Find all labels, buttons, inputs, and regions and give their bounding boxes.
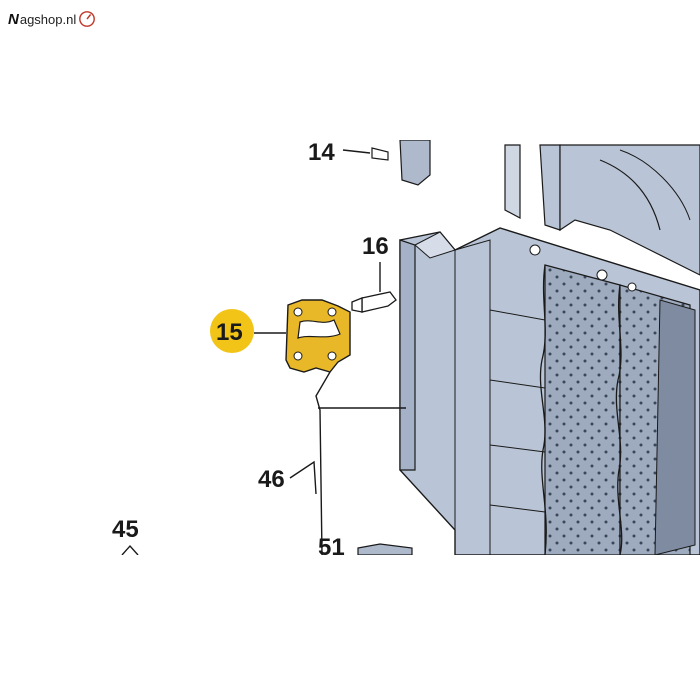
callout-51: 51 <box>318 534 345 561</box>
part-15-bracket <box>254 299 351 373</box>
logo-site-text: agshop.nl <box>19 11 77 27</box>
site-logo[interactable]: N agshop.nl <box>8 10 96 28</box>
speedometer-icon <box>79 11 96 27</box>
callout-46: 46 <box>258 466 285 493</box>
part-51-bracket <box>357 543 413 555</box>
seat-backrest-panel <box>399 227 700 555</box>
callout-15: 15 <box>216 319 243 346</box>
part-16-clip-pin <box>351 262 397 313</box>
callout-15-badge <box>210 309 254 353</box>
callout-16: 16 <box>362 233 389 260</box>
callout-45-leader <box>121 544 139 555</box>
part-14-clip <box>342 140 431 186</box>
callout-45: 45 <box>112 516 139 543</box>
callout-46-leader <box>289 371 406 555</box>
logo-mark: N <box>8 10 19 28</box>
callout-14: 14 <box>308 139 335 166</box>
